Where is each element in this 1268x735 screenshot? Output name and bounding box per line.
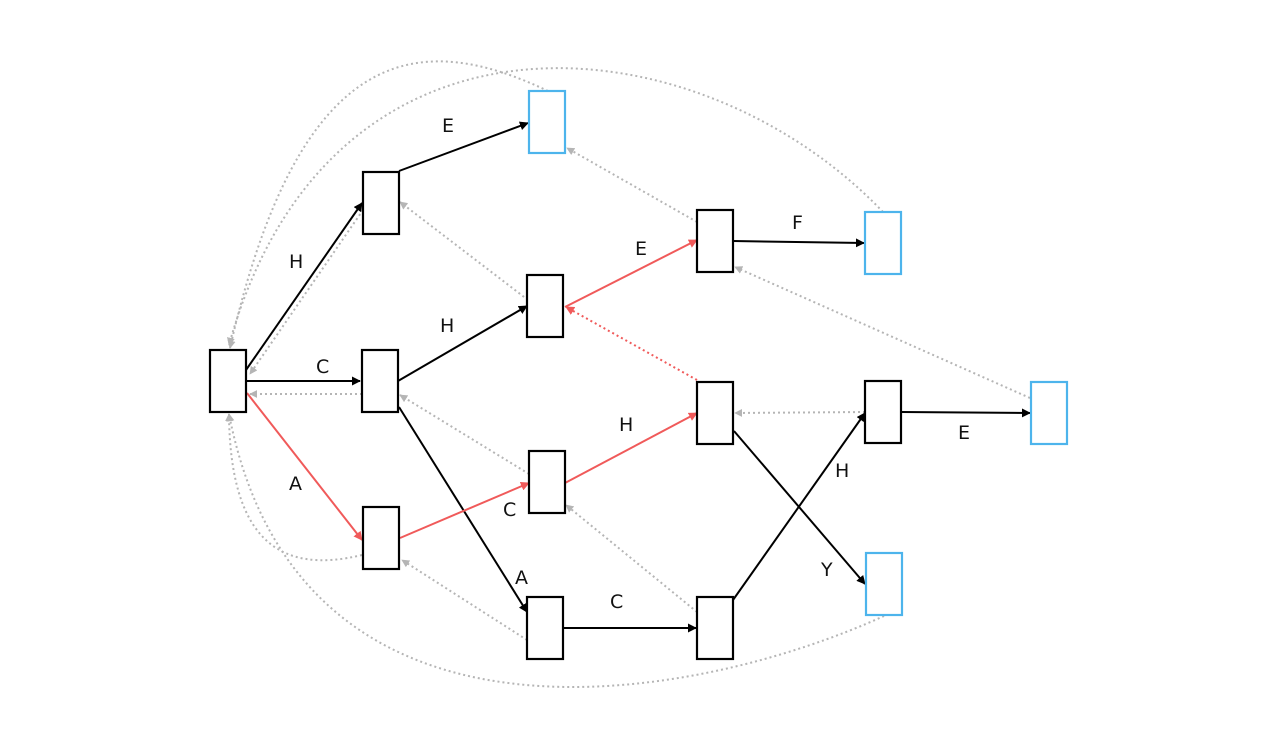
terminal-node	[863, 210, 903, 276]
edge-H	[245, 202, 363, 371]
edge-F	[732, 238, 865, 248]
state-node	[360, 348, 400, 414]
fail-link-highlight	[565, 306, 698, 381]
edge-label: E	[442, 115, 454, 137]
state-node	[361, 170, 401, 236]
fail-links	[225, 60, 1031, 688]
edge-E	[398, 121, 529, 172]
edge-label: H	[619, 414, 633, 436]
edge-A	[398, 406, 528, 613]
edge-H	[564, 412, 698, 484]
fail-link	[399, 201, 529, 301]
fail-link	[249, 209, 364, 375]
edge-H	[397, 305, 528, 382]
edge-label: C	[610, 591, 623, 613]
state-node	[525, 595, 565, 661]
edge-label: E	[958, 422, 970, 444]
edge-label: Y	[820, 559, 833, 581]
edge-label: F	[792, 212, 803, 234]
edge-C	[399, 482, 530, 539]
edge-E	[564, 239, 698, 308]
fail-link	[225, 413, 363, 562]
terminal-node	[1029, 380, 1069, 446]
edge-labels: H C A E H A C E H C F H Y E	[289, 115, 970, 613]
fail-link	[401, 559, 528, 641]
terminal-node	[527, 89, 567, 155]
fail-link	[566, 147, 698, 223]
state-node	[695, 208, 735, 274]
state-node	[863, 379, 903, 445]
edge-label: C	[316, 356, 329, 378]
fail-link	[734, 266, 1031, 399]
fail-link	[565, 504, 698, 613]
fail-link	[226, 413, 885, 688]
edge-label: C	[503, 499, 516, 521]
state-node	[525, 273, 565, 339]
edge-A	[246, 392, 363, 541]
fail-link	[399, 394, 530, 475]
edge-label: H	[835, 460, 849, 482]
edge-label: H	[440, 315, 454, 337]
state-node	[695, 380, 735, 446]
edge-Y	[733, 430, 866, 585]
state-node	[527, 449, 567, 515]
state-node	[695, 595, 735, 661]
state-node	[208, 348, 248, 414]
state-node	[361, 505, 401, 571]
terminal-node	[864, 551, 904, 617]
edge-label: H	[289, 251, 303, 273]
nodes	[208, 89, 1069, 661]
edge-label: A	[289, 473, 302, 495]
fail-link	[227, 67, 884, 346]
fail-link	[734, 408, 866, 417]
edge-label: E	[635, 238, 647, 260]
edge-E	[900, 408, 1031, 418]
edge-label: A	[515, 567, 528, 589]
transitions	[245, 121, 1031, 633]
